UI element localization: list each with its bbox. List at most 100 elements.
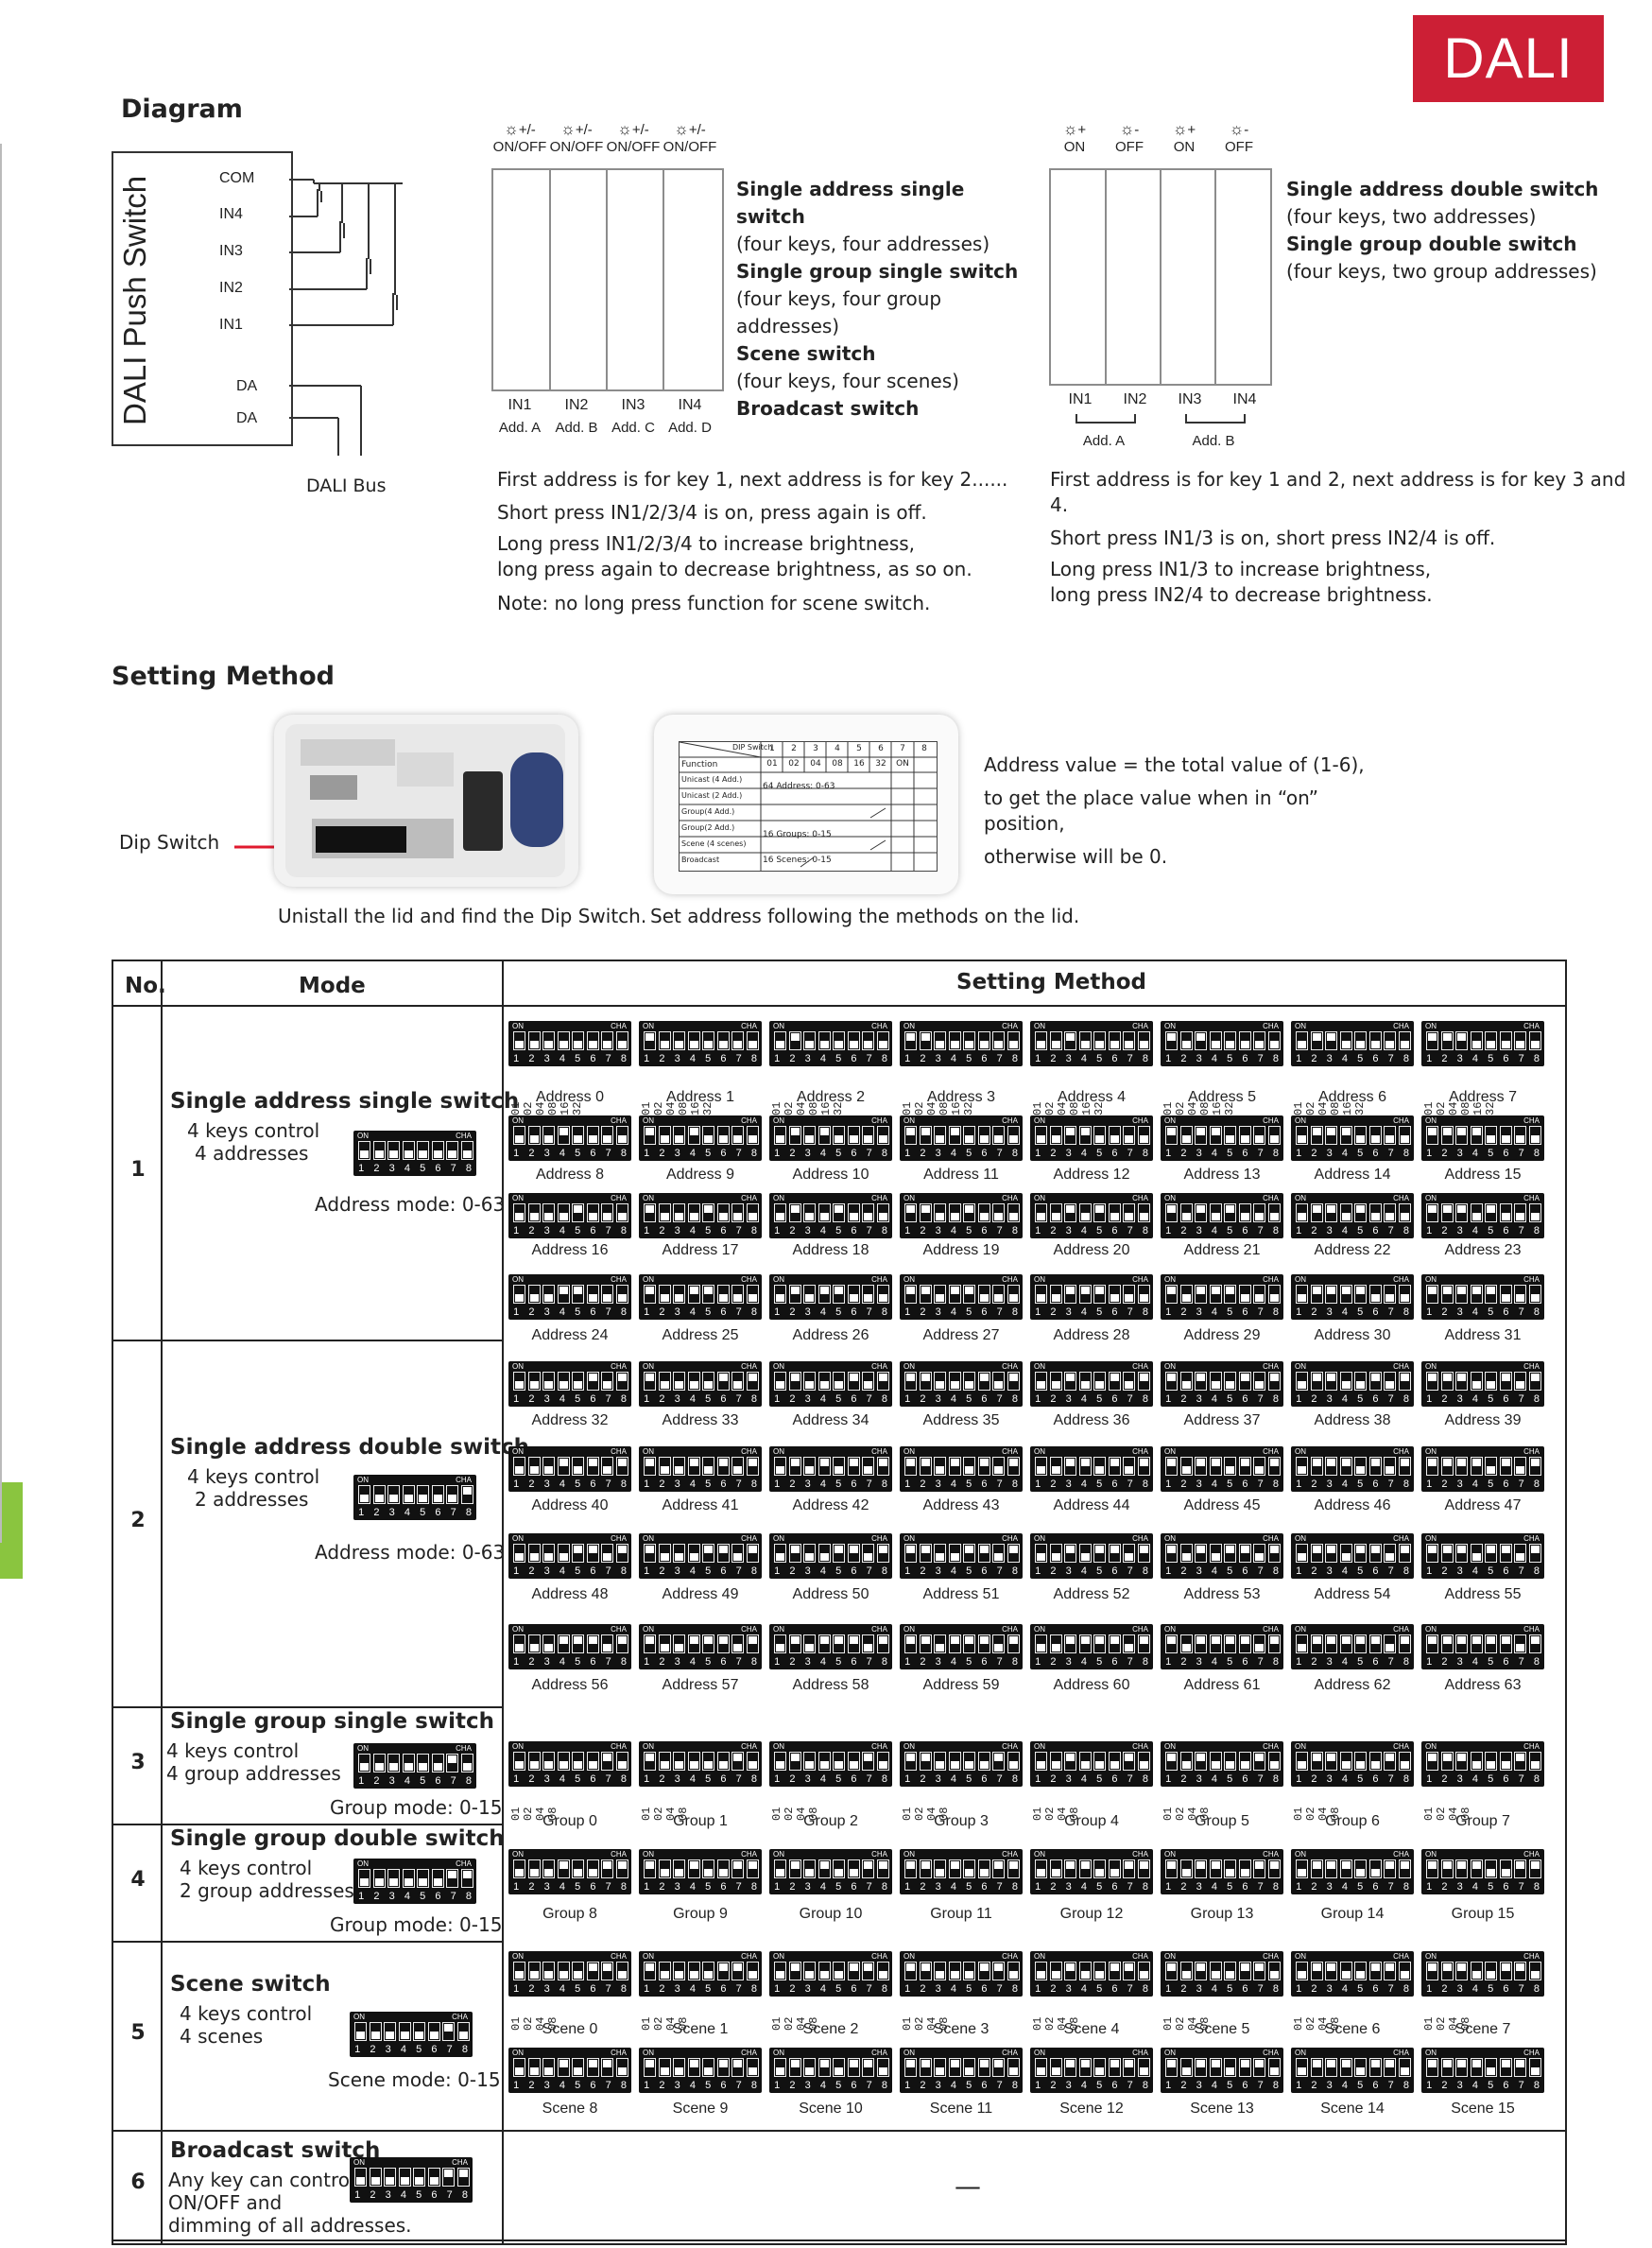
dip-number: 2 (373, 1891, 380, 1902)
dip-knob (704, 1041, 713, 1048)
dip-knob (1516, 1294, 1524, 1302)
dip-knob (1457, 1459, 1466, 1466)
dip-lever (1165, 1859, 1178, 1878)
dip-knob (1066, 1287, 1075, 1294)
dip-knob (805, 1135, 814, 1143)
dip-number: 3 (674, 1225, 680, 1236)
dip-lever (687, 1372, 700, 1391)
dip-number: 2 (528, 1478, 535, 1490)
dip-lever (1426, 1285, 1438, 1304)
dip-number: 7 (1387, 1656, 1394, 1668)
dip-on-label: ON (903, 1116, 915, 1125)
dip-number: 5 (420, 1775, 426, 1787)
dip-knob (1471, 1381, 1481, 1389)
dip-lever (1179, 1126, 1193, 1145)
dip-knob (1471, 1287, 1481, 1294)
dip-number: 4 (689, 1983, 696, 1995)
dip-number: 3 (935, 1656, 941, 1668)
dip-cha-label: CHA (1002, 1022, 1018, 1030)
dip-lever (934, 1372, 946, 1391)
dip-number: 6 (1242, 1148, 1248, 1159)
dip-knob (776, 1761, 784, 1769)
dip-number: 8 (750, 1225, 757, 1236)
dip-number: 1 (1296, 1148, 1302, 1159)
dip-number: 4 (1341, 1393, 1348, 1405)
dip-lever (1064, 1372, 1076, 1391)
dip-lever (417, 1485, 429, 1504)
dip-knob (864, 1644, 872, 1651)
dip-number: 3 (388, 1775, 395, 1787)
dip-on-label: ON (1034, 1022, 1045, 1030)
dip-number: 8 (1272, 1053, 1279, 1064)
dip-lever (658, 1962, 671, 1980)
dip-number: 6 (1111, 1053, 1118, 1064)
dip-lever (658, 2058, 671, 2077)
dip-lever (1499, 1962, 1512, 1980)
dip-number: 1 (774, 1053, 781, 1064)
dip-number: 2 (789, 1148, 796, 1159)
dip-lever (1123, 1962, 1135, 1980)
key-header: ☼+ON (1157, 121, 1212, 156)
dip-knob (748, 1294, 757, 1302)
dip-knob (544, 1381, 553, 1389)
dip-cha-label: CHA (871, 2049, 887, 2057)
dip-number: 6 (1503, 1148, 1509, 1159)
dip-knob (1298, 2067, 1306, 2075)
dip-number: 4 (559, 1148, 565, 1159)
dip-lever (1165, 1752, 1178, 1771)
dip-lever (833, 1962, 845, 1980)
dip-number: 5 (966, 1225, 972, 1236)
dip-number: 7 (1518, 1393, 1524, 1405)
dip-lever (687, 1285, 700, 1304)
dip-lever (1470, 1962, 1483, 1980)
dip-knob (1255, 1041, 1264, 1048)
dip-lever (572, 1752, 584, 1771)
dip-number: 5 (705, 1881, 712, 1893)
dip-knob (1095, 2067, 1104, 2075)
dip-lever (557, 1859, 570, 1878)
dip-knob (776, 1213, 784, 1220)
dip-number: 7 (866, 1393, 872, 1405)
dip-on-label: ON (512, 1742, 524, 1751)
dip-lever (1123, 1126, 1135, 1145)
lid-row-label: Group(4 Add.) (681, 807, 735, 816)
dip-lever (557, 1544, 570, 1563)
dip-knob (1080, 1381, 1090, 1389)
dip-number: 8 (1402, 1393, 1409, 1405)
note-line: Address value = the total value of (1-6)… (984, 753, 1365, 776)
dip-lever (1470, 1457, 1483, 1476)
dip-knob (588, 1546, 597, 1553)
dip-number: 4 (819, 1225, 826, 1236)
dip-number: 3 (804, 1881, 811, 1893)
dip-lever (601, 1457, 613, 1476)
dip-lever (1093, 1126, 1106, 1145)
dip-knob (1370, 1213, 1380, 1220)
dip-knob (718, 1135, 728, 1143)
dip-lever (586, 1962, 599, 1980)
dip-knob (645, 1636, 654, 1644)
dip-lever (687, 1457, 700, 1476)
dip-number: 1 (1035, 1881, 1041, 1893)
dip-knob (374, 1495, 384, 1502)
dip-number: 7 (446, 2044, 453, 2055)
dip-knob (878, 1041, 887, 1048)
dip-lever (1035, 1372, 1047, 1391)
dip-knob (835, 1971, 843, 1979)
dip-lever (1528, 1285, 1541, 1304)
dip-knob (1226, 1971, 1234, 1979)
dip-number: 8 (881, 1148, 887, 1159)
dip-knob (1356, 1761, 1365, 1769)
dip-knob (1110, 1761, 1119, 1769)
mode-range: Scene mode: 0-15 (328, 2068, 501, 2091)
dip-lever (1007, 2058, 1020, 2077)
dip-number: 8 (1272, 1478, 1279, 1490)
address-label: Address 2 (796, 1089, 866, 1105)
dip-number: 7 (996, 1148, 1003, 1159)
dip-number: 4 (819, 1053, 826, 1064)
